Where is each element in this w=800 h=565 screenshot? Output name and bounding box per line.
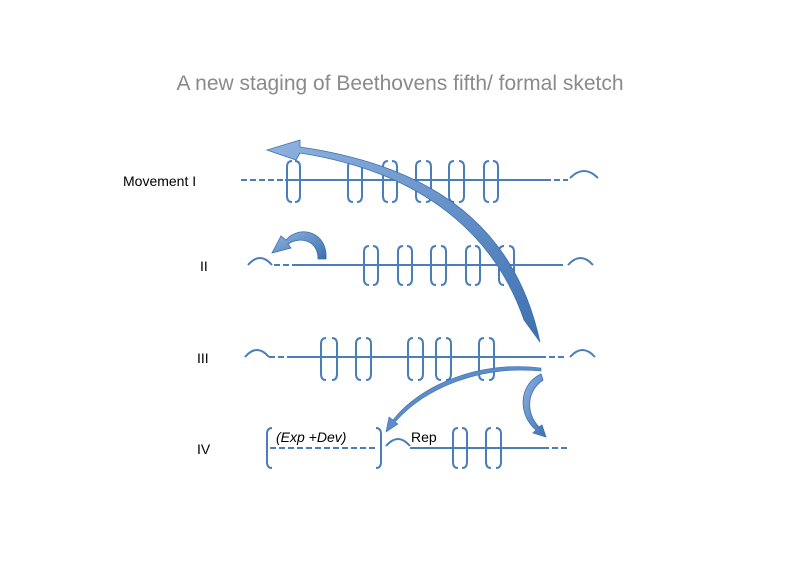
rep-label: Rep bbox=[411, 429, 437, 445]
bracket-close bbox=[391, 160, 398, 203]
bracket-open bbox=[286, 160, 293, 203]
bracket-close bbox=[365, 337, 372, 381]
bracket-open bbox=[397, 245, 404, 286]
bracket-open bbox=[347, 160, 354, 203]
bracket-open bbox=[465, 245, 472, 286]
bracket-close bbox=[495, 427, 502, 469]
bracket-open bbox=[478, 337, 485, 381]
section-bracket-open bbox=[266, 427, 273, 469]
tie-arc bbox=[385, 438, 411, 447]
row-label-movement-2: II bbox=[200, 258, 208, 274]
bracket-close bbox=[458, 160, 465, 203]
row-label-movement-3: III bbox=[197, 350, 209, 366]
section-bracket-close bbox=[375, 427, 382, 469]
row-label-movement-4: IV bbox=[197, 441, 211, 457]
bracket-close bbox=[440, 245, 447, 286]
bracket-close bbox=[492, 160, 499, 203]
bracket-open bbox=[435, 337, 442, 381]
bracket-open bbox=[452, 427, 459, 469]
big-return-arrow bbox=[265, 139, 541, 343]
bracket-close bbox=[488, 337, 495, 381]
tie-arc bbox=[244, 349, 270, 358]
tie-arc bbox=[569, 170, 599, 179]
curl-arrow-movement-2 bbox=[271, 231, 327, 260]
bracket-close bbox=[425, 160, 432, 203]
bracket-close bbox=[294, 160, 301, 203]
tie-arc bbox=[569, 349, 596, 358]
bracket-close bbox=[406, 245, 413, 286]
bracket-close bbox=[461, 427, 468, 469]
bracket-open bbox=[382, 160, 389, 203]
diagram-title: A new staging of Beethovens fifth/ forma… bbox=[176, 72, 624, 95]
bracket-close bbox=[417, 337, 424, 381]
bracket-open bbox=[483, 160, 490, 203]
bracket-open bbox=[448, 160, 455, 203]
tie-arc bbox=[247, 257, 273, 266]
bracket-open bbox=[355, 337, 362, 381]
bracket-close bbox=[445, 337, 452, 381]
row-label-movement-1: Movement I bbox=[123, 173, 197, 189]
bracket-close bbox=[331, 337, 338, 381]
bracket-open bbox=[485, 427, 492, 469]
transition-arrow-to-exp bbox=[385, 366, 542, 433]
tie-arc bbox=[567, 257, 594, 266]
exp-dev-label: (Exp +Dev) bbox=[276, 429, 347, 445]
bracket-close bbox=[474, 245, 481, 286]
bracket-open bbox=[407, 337, 414, 381]
bracket-open bbox=[430, 245, 437, 286]
bracket-open bbox=[320, 337, 327, 381]
bracket-close bbox=[372, 245, 379, 286]
transition-arrow-to-coda bbox=[522, 373, 547, 438]
bracket-open bbox=[363, 245, 370, 286]
